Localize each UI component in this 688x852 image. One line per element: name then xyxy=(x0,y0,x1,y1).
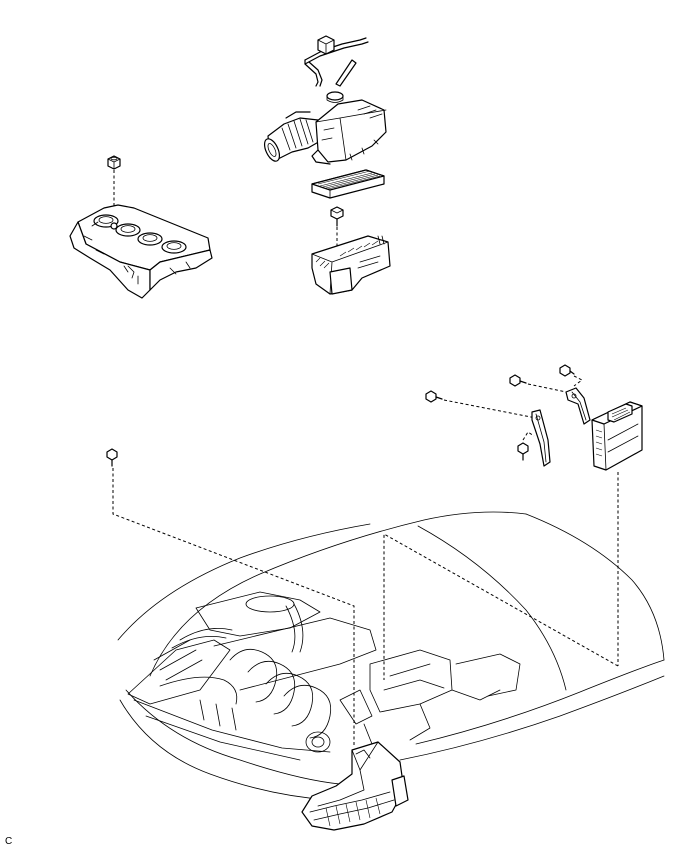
ecm-bolt-lower xyxy=(517,442,529,461)
ecm-location-guide-line xyxy=(383,533,619,680)
figure-corner-label: C xyxy=(5,836,13,847)
ecm-bolt-right xyxy=(559,364,575,377)
air-cleaner-stay xyxy=(326,59,357,103)
ecm-bolt-upper-guide-line xyxy=(527,383,567,393)
air-cleaner-cap-with-hose xyxy=(263,99,387,165)
clamp-bolt-guide-line xyxy=(112,468,355,746)
ecm-bolt-lower-guide-line xyxy=(522,431,535,441)
engine-cover xyxy=(69,204,213,299)
ecm-bolt-right-guide-line xyxy=(573,375,583,387)
ecm-bracket-no2 xyxy=(565,387,591,425)
engine-cover-nut xyxy=(107,155,121,170)
air-cleaner-case-bolt xyxy=(330,206,344,227)
vehicle-engine-compartment xyxy=(117,511,665,801)
ecm-bolt-left xyxy=(425,390,443,403)
air-inlet-clamp-bolt xyxy=(106,448,118,467)
air-cleaner-filter-element xyxy=(311,169,385,199)
vacuum-hose-assembly xyxy=(304,35,369,87)
air-cleaner-case xyxy=(311,235,391,295)
ecm-bolt-upper xyxy=(509,374,527,387)
air-inlet-duct xyxy=(301,741,409,831)
ecm-bolt-left-guide-line xyxy=(443,399,537,419)
ecm-bracket-no1 xyxy=(531,409,551,467)
engine-control-module xyxy=(591,401,643,471)
